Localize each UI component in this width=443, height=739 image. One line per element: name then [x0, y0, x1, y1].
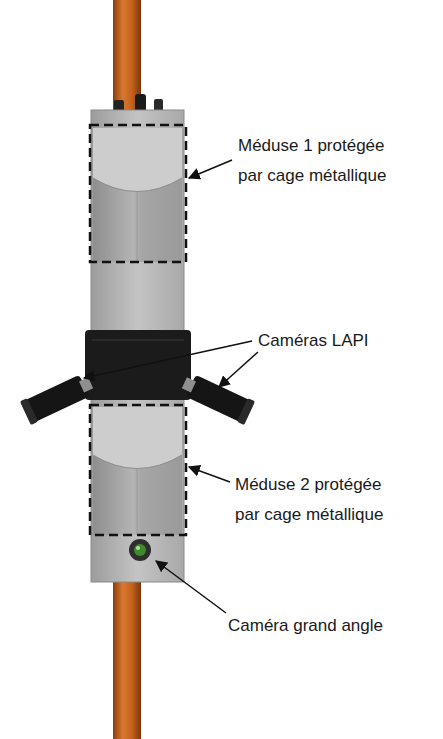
- leader-lines: [84, 160, 258, 613]
- lapi-camera-left: [20, 371, 96, 425]
- lapi-housing: [85, 330, 191, 400]
- wide-angle-camera: [129, 539, 151, 561]
- cable-glands: [114, 94, 163, 112]
- meduse-1: [93, 128, 182, 262]
- lapi-camera-right: [179, 371, 255, 425]
- callout-label: Caméra grand angle: [228, 611, 383, 641]
- callout-label: Méduse 2 protégée par cage métallique: [235, 470, 397, 530]
- meduse-2: [93, 407, 182, 535]
- callout-label: Méduse 1 protégée par cage métallique: [238, 131, 400, 191]
- callout-label: Caméras LAPI: [258, 326, 369, 356]
- seam: [91, 340, 184, 341]
- dashed-frames: [90, 125, 186, 535]
